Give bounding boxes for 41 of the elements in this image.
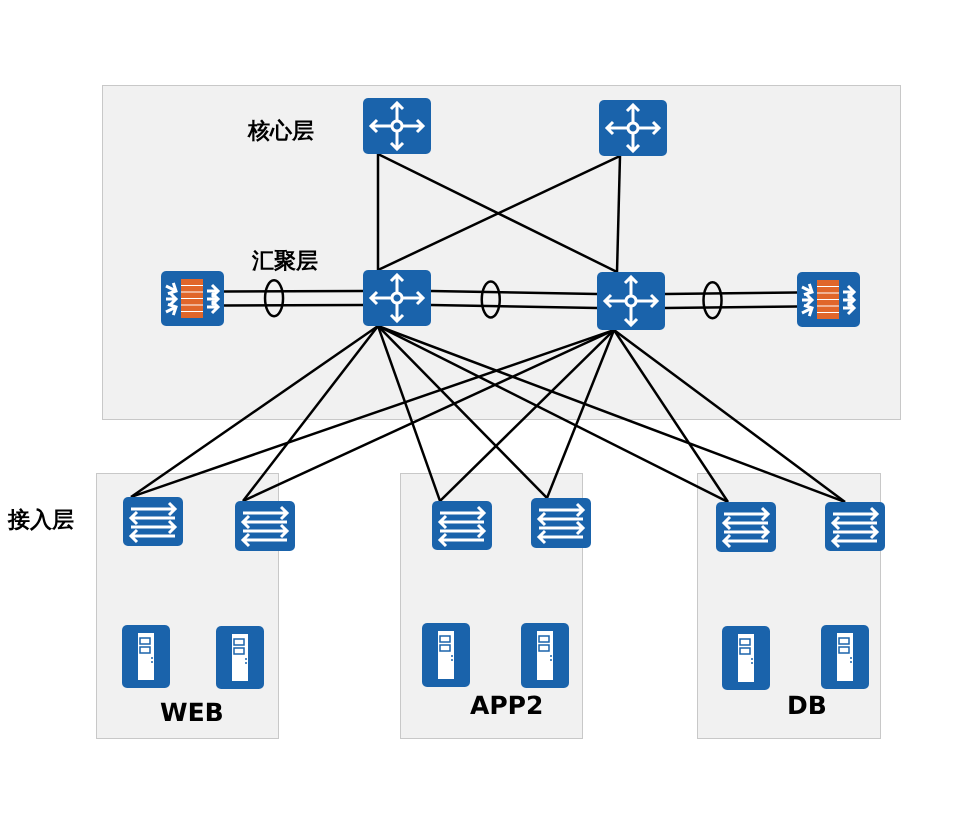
aggregated-link bbox=[222, 279, 364, 318]
zone-panel bbox=[96, 473, 279, 739]
link-line bbox=[378, 324, 846, 504]
link-line bbox=[439, 329, 615, 502]
link-line bbox=[376, 154, 380, 270]
switch-icon bbox=[235, 501, 295, 551]
link-line bbox=[376, 326, 442, 502]
firewall-icon bbox=[161, 271, 224, 326]
link-line bbox=[546, 330, 616, 498]
router-icon bbox=[363, 270, 431, 326]
router-icon bbox=[599, 100, 667, 156]
firewall-icon bbox=[797, 272, 860, 327]
server-icon bbox=[821, 625, 869, 689]
link-line bbox=[613, 329, 846, 503]
server-icon bbox=[122, 625, 170, 688]
switch-icon bbox=[531, 498, 591, 548]
zone-label: WEB bbox=[160, 700, 224, 725]
layer-label: 汇聚层 bbox=[252, 251, 318, 273]
server-icon bbox=[722, 626, 770, 690]
switch-icon bbox=[716, 502, 776, 552]
server-icon bbox=[521, 623, 569, 688]
link-line bbox=[130, 324, 379, 498]
switch-icon bbox=[123, 497, 183, 546]
zone-panel bbox=[102, 85, 901, 420]
layer-label: 核心层 bbox=[248, 121, 314, 143]
server-icon bbox=[422, 623, 470, 687]
router-icon bbox=[363, 98, 431, 154]
zone-panel bbox=[400, 473, 583, 739]
router-icon bbox=[597, 272, 665, 330]
link-line bbox=[616, 156, 622, 272]
zone-panel bbox=[697, 473, 881, 739]
zone-label: APP2 bbox=[470, 693, 544, 718]
aggregated-link bbox=[664, 281, 798, 320]
switch-icon bbox=[825, 502, 885, 551]
layer-label: 接入层 bbox=[8, 510, 74, 532]
link-line bbox=[242, 325, 379, 502]
zone-label: DB bbox=[787, 693, 827, 718]
switch-icon bbox=[432, 501, 492, 550]
aggregated-link bbox=[430, 280, 598, 319]
server-icon bbox=[216, 626, 264, 689]
link-line bbox=[612, 329, 730, 503]
